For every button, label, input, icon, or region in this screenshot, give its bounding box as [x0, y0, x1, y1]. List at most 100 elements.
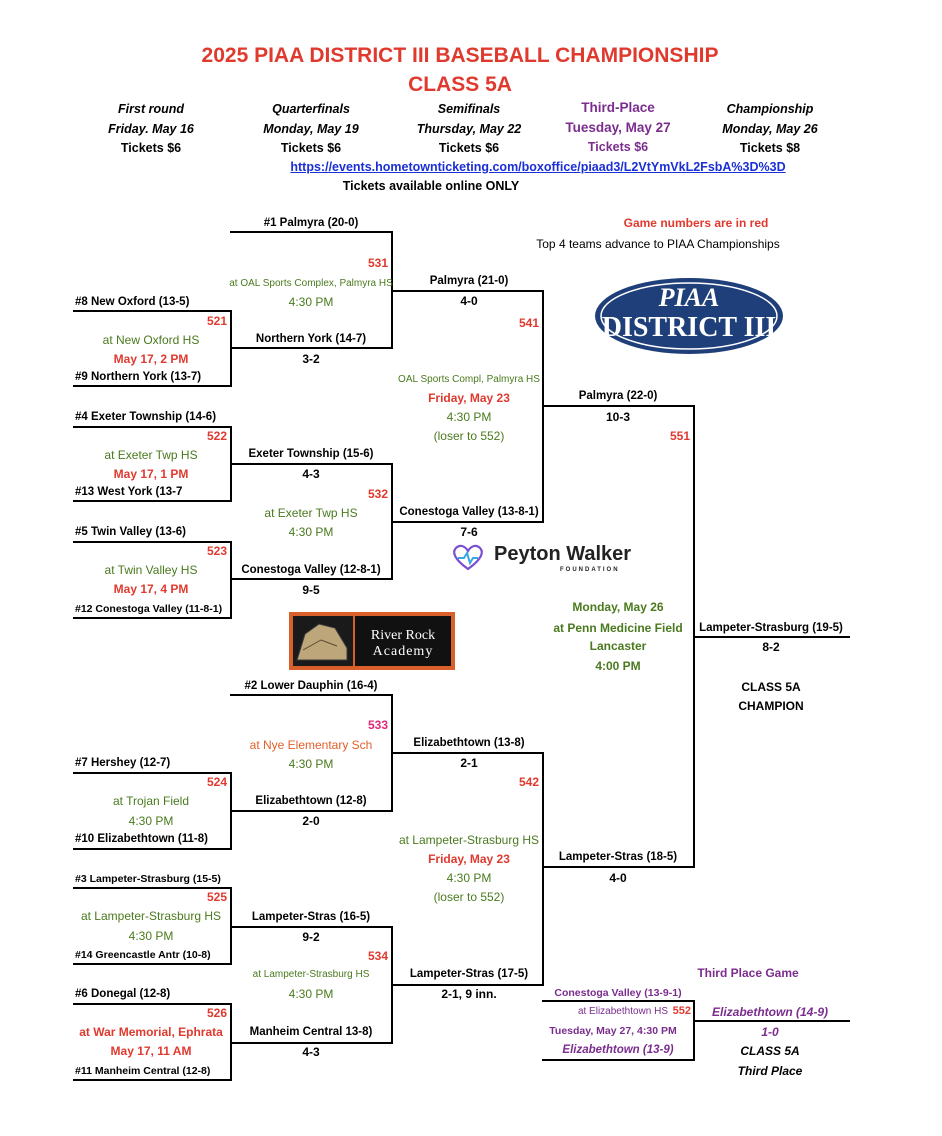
bracket-line: [693, 1020, 850, 1022]
sf-winner-531: Palmyra (21-0): [429, 275, 509, 287]
game-number-521: 521: [206, 314, 227, 328]
bracket-line: [391, 290, 393, 349]
svg-text:PIAA: PIAA: [658, 283, 720, 312]
game-number-526: 526: [206, 1006, 227, 1020]
game-numbers-note: Game numbers are in red: [623, 216, 769, 230]
page-title: 2025 PIAA DISTRICT III BASEBALL CHAMPION…: [201, 44, 719, 67]
game-534-venue: at Lampeter-Strasburg HS: [252, 969, 370, 980]
qf-score-525: 9-2: [302, 930, 320, 944]
bracket-line: [391, 984, 544, 986]
bracket-line: [391, 231, 393, 332]
team-seed-9: #9 Northern York (13-7): [75, 371, 202, 383]
game-542-venue: at Lampeter-Strasburg HS: [398, 833, 540, 847]
sf-winner-532: Conestoga Valley (13-8-1): [399, 506, 539, 518]
bracket-line: [542, 866, 695, 868]
sf-score-532: 7-6: [460, 525, 478, 539]
game-541-date: Friday, May 23: [428, 391, 510, 405]
game-533-time: 4:30 PM: [288, 757, 334, 771]
bracket-line: [73, 772, 232, 774]
team-seed-2: #2 Lower Dauphin (16-4): [244, 680, 378, 692]
qf-winner-524: Elizabethtown (12-8): [255, 795, 367, 807]
game-522-venue: at Exeter Twp HS: [104, 448, 198, 462]
third-place-label: Third Place Game: [697, 966, 799, 980]
champ-venue: at Penn Medicine Field: [553, 621, 683, 635]
third-place-title: Third Place: [737, 1064, 803, 1078]
third-place-winner: Elizabethtown (14-9): [711, 1005, 829, 1019]
game-number-522: 522: [206, 429, 227, 443]
round-tickets-champ: Tickets $8: [739, 141, 801, 155]
round-date-semi: Thursday, May 22: [416, 122, 522, 136]
ticket-link[interactable]: https://events.hometownticketing.com/box…: [290, 160, 786, 174]
bracket-line: [230, 1003, 232, 1080]
qf-winner-522: Exeter Township (15-6): [248, 448, 374, 460]
game-number-551: 551: [669, 429, 690, 443]
sf-score-533: 2-1: [460, 756, 478, 770]
final-team-lampeter: Lampeter-Stras (18-5): [558, 851, 678, 863]
bracket-line: [73, 1079, 232, 1081]
game-534-time: 4:30 PM: [288, 987, 334, 1001]
game-541-loser-note: (loser to 552): [433, 429, 505, 443]
qf-winner-525: Lampeter-Stras (16-5): [251, 911, 371, 923]
round-tickets-quarter: Tickets $6: [280, 141, 342, 155]
bracket-line: [73, 617, 232, 619]
round-name-champ: Championship: [726, 102, 814, 116]
team-seed-3: #3 Lampeter-Strasburg (15-5): [75, 873, 221, 885]
game-523-time: May 17, 4 PM: [113, 582, 189, 596]
sf-winner-533: Elizabethtown (13-8): [413, 737, 525, 749]
team-seed-8: #8 New Oxford (13-5): [75, 296, 190, 308]
game-531-venue: at OAL Sports Complex, Palmyra HS: [229, 278, 393, 289]
qf-score-526: 4-3: [302, 1045, 320, 1059]
bracket-line: [73, 887, 232, 889]
round-date-champ: Monday, May 26: [722, 122, 818, 136]
game-541-venue: OAL Sports Compl, Palmyra HS: [398, 374, 540, 385]
page-subtitle: CLASS 5A: [408, 73, 512, 96]
peyton-walker-name: Peyton Walker: [494, 543, 632, 565]
peyton-walker-sub: FOUNDATION: [560, 567, 620, 573]
bracket-line: [73, 426, 232, 428]
piaa-district-logo: PIAA DISTRICT III: [595, 278, 783, 354]
sf-winner-534: Lampeter-Stras (17-5): [409, 968, 529, 980]
round-name-quarter: Quarterfinals: [272, 102, 350, 116]
third-place-score: 1-0: [761, 1025, 779, 1039]
qf-score-523: 9-5: [302, 583, 320, 597]
round-date-quarter: Monday, May 19: [263, 122, 359, 136]
champion-team: Lampeter-Strasburg (19-5): [699, 622, 843, 634]
heart-icon: [453, 544, 483, 571]
round-name-semi: Semifinals: [437, 102, 501, 116]
game-542-time: 4:30 PM: [446, 871, 492, 885]
qf-winner-523: Conestoga Valley (12-8-1): [241, 564, 381, 576]
game-533-venue: at Nye Elementary Sch: [249, 738, 373, 752]
game-532-time: 4:30 PM: [288, 525, 334, 539]
bracket-line: [73, 1003, 232, 1005]
advance-note: Top 4 teams advance to PIAA Championship…: [536, 237, 780, 251]
game-523-venue: at Twin Valley HS: [104, 563, 198, 577]
game-number-531: 531: [367, 256, 388, 270]
champion-label: CHAMPION: [738, 699, 804, 713]
bracket-line: [230, 887, 232, 964]
team-seed-13: #13 West York (13-7: [75, 486, 183, 498]
champ-city: Lancaster: [589, 639, 647, 653]
final-team-palmyra: Palmyra (22-0): [578, 390, 658, 402]
final-score-541: 10-3: [605, 410, 631, 424]
game-541-time: 4:30 PM: [446, 410, 492, 424]
game-number-541: 541: [518, 316, 539, 330]
bracket-line: [230, 231, 393, 233]
final-score-542: 4-0: [609, 871, 627, 885]
game-532-venue: at Exeter Twp HS: [264, 506, 358, 520]
third-place-class: CLASS 5A: [740, 1044, 800, 1058]
round-name-third: Third-Place: [581, 100, 655, 115]
game-521-venue: at New Oxford HS: [102, 333, 200, 347]
game-531-time: 4:30 PM: [288, 295, 334, 309]
team-seed-14: #14 Greencastle Antr (10-8): [75, 949, 211, 961]
game-522-time: May 17, 1 PM: [113, 467, 189, 481]
river-rock-logo: River Rock Academy: [289, 612, 455, 670]
game-524-venue: at Trojan Field: [112, 794, 190, 808]
qf-winner-521: Northern York (14-7): [255, 333, 367, 345]
round-tickets-first: Tickets $6: [120, 141, 182, 155]
team-seed-12: #12 Conestoga Valley (11-8-1): [75, 603, 223, 615]
team-seed-6: #6 Donegal (12-8): [75, 988, 171, 1000]
champion-score: 8-2: [762, 640, 780, 654]
bracket-line: [542, 752, 544, 985]
bracket-line: [73, 385, 232, 387]
bracket-line: [73, 310, 232, 312]
